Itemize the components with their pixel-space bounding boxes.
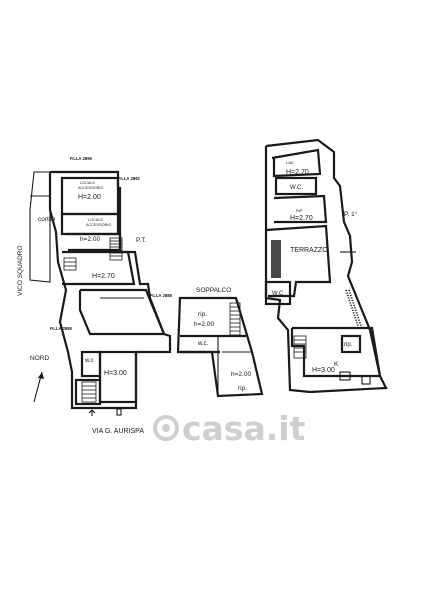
- cortile-label: cortile: [38, 216, 56, 223]
- wc-label-first-side: W.C: [272, 291, 284, 297]
- locale-accessorio-1-line1: LOCALE: [80, 181, 95, 185]
- vico-squadro-label: VICO SQUADRO: [17, 245, 24, 296]
- height-label-soppalco-top: h=2.00: [194, 321, 214, 328]
- stair-pt: [63, 257, 77, 271]
- locale-accessorio-2-line2: ACCESSORIO: [86, 223, 111, 227]
- locale-accessorio-1-line2: ACCESSORIO: [78, 186, 103, 190]
- height-label-room-4: H=3.00: [104, 370, 127, 377]
- height-label-soppalco-bottom: h=2.00: [231, 371, 251, 378]
- height-label-first-bottom: H=3.00: [312, 367, 335, 374]
- stair-first-floor-bottom: [293, 335, 307, 359]
- rip-label-bottom: rip.: [238, 385, 247, 392]
- wc-label-first-top: W.C.: [290, 185, 303, 191]
- soppalco-title: SOPPALCO: [196, 287, 231, 294]
- watermark-text: casa.it: [182, 409, 306, 448]
- locale-accessorio-2-line1: LOCALE: [88, 218, 103, 222]
- plla-2888-label: P.LLA 2888: [150, 293, 173, 298]
- terrazzo-label: TERRAZZO: [290, 247, 328, 254]
- height-label-room-3: H=2.70: [92, 273, 115, 280]
- lav-label: LAV.: [286, 160, 294, 165]
- ground-floor-plan: P.LLA 2895 P.LLA 2892 LOCALE ACCESSORIO …: [17, 156, 173, 435]
- height-label-first-mid: H=2.70: [290, 215, 313, 222]
- height-label-first-top: H=2.70: [286, 169, 309, 176]
- stair-terrazzo: [271, 240, 281, 278]
- wc-label-ground: w.c: [84, 358, 94, 364]
- rip-label-top: rip.: [198, 311, 207, 318]
- plla-2889-label: P.LLA 2889: [50, 326, 73, 331]
- rip-label-first: RIP.: [296, 208, 303, 213]
- first-floor-plan: LAV. H=2.70 W.C. RIP. H=2.70 P. 1° TERRA…: [264, 138, 388, 394]
- p1-label: P. 1°: [344, 210, 358, 218]
- plla-2892-label: P.LLA 2892: [118, 176, 141, 181]
- height-label-room-2: h=2.00: [80, 236, 100, 243]
- stair-first-floor-right: [345, 289, 362, 327]
- k-label: K: [334, 361, 339, 368]
- stair-ground: [109, 237, 123, 261]
- stair-bottom: [81, 381, 97, 403]
- plla-2895-label: P.LLA 2895: [70, 156, 93, 161]
- casa-watermark: casa.it: [153, 409, 306, 448]
- nord-label: NORD: [30, 355, 49, 362]
- pt-label: P.T.: [136, 237, 147, 244]
- via-aurispa-label: VIA G. AURISPA: [92, 428, 144, 435]
- soppalco-plan: SOPPALCO rip. h=2.00 w.c. h=2.00 rip.: [176, 287, 264, 398]
- height-label-room-1: H=2.00: [78, 194, 101, 201]
- rip-label-first-small: rip.: [344, 342, 353, 348]
- north-arrow: [33, 371, 44, 403]
- wc-label-soppalco: w.c.: [197, 341, 209, 347]
- stair-soppalco: [229, 302, 241, 336]
